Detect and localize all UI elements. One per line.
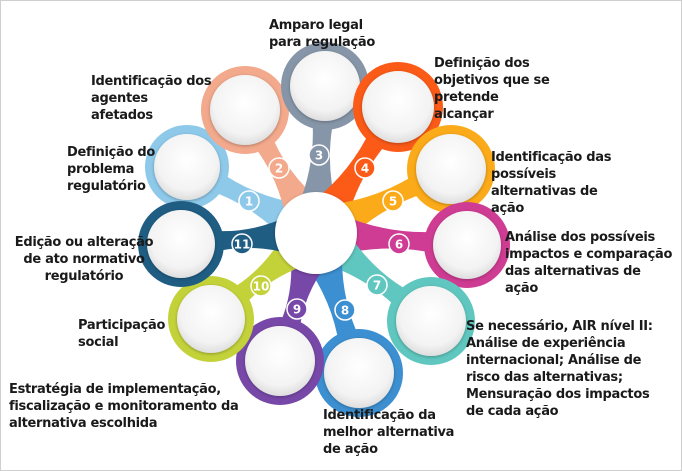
step-4-number: 4 [361,161,369,175]
step-7-number: 7 [373,278,381,292]
step-9-badge [286,298,308,320]
step-7-badge [366,274,388,296]
step-number-badges: 1 2 3 4 5 6 7 8 9 10 11 [231,144,410,321]
step-8-label: Identificação da melhor alternativa de a… [323,408,455,457]
step-11-bubble [147,210,215,278]
step-6-bubble [433,211,501,279]
step-9-label: Estratégia de implementação, fiscalizaçã… [9,382,239,431]
center-hub [275,192,357,274]
step-6-connector [338,214,438,255]
step-5-label: Identificação das possíveis alternativas… [491,150,612,216]
step-10-bubble [177,285,245,353]
step-5-badge [382,190,404,212]
step-8-bubble [324,338,394,408]
step-10-label: Participação social [78,318,166,350]
step-1-badge [238,190,260,212]
step-4-label: Definição dos objetivos que se pretende … [434,56,550,122]
step-4-bubble [362,71,434,143]
step-5-number: 5 [389,194,397,208]
step-3-bubble [290,51,360,121]
step-4-badge [354,157,376,179]
step-8-number: 8 [341,303,349,317]
step-9-bubble [245,326,315,396]
step-2-label: Identificação dos agentes afetados [91,74,212,123]
step-11-badge [231,233,253,255]
step-10-number: 10 [253,279,270,293]
step-6-label: Análise dos possíveis impactos e compara… [505,230,673,296]
step-1-number: 1 [245,194,253,208]
step-11-connector [210,215,294,255]
step-10-badge [250,275,272,297]
step-2-badge [268,157,290,179]
step-11-number: 11 [234,237,251,251]
step-1-label: Definição do problema regulatório [67,145,156,194]
step-2-bubble [210,75,280,145]
step-8-badge [334,299,356,321]
step-6-number: 6 [395,237,403,251]
step-2-number: 2 [275,161,283,175]
step-3-number: 3 [315,148,323,162]
step-5-bubble [416,134,486,204]
step-7-bubble [396,286,466,356]
petal-rings [138,42,510,417]
step-3-label: Amparo legal para regulação [269,18,376,50]
step-11-label: Edição ou alteração de ato normativo reg… [14,235,154,284]
step-7-label: Se necessário, AIR nível II: Análise de … [466,319,653,419]
step-1-bubble [154,134,220,200]
center-hub-layer [275,192,357,274]
step-3-badge [308,144,330,166]
step-6-badge [388,233,410,255]
step-9-number: 9 [293,302,301,316]
